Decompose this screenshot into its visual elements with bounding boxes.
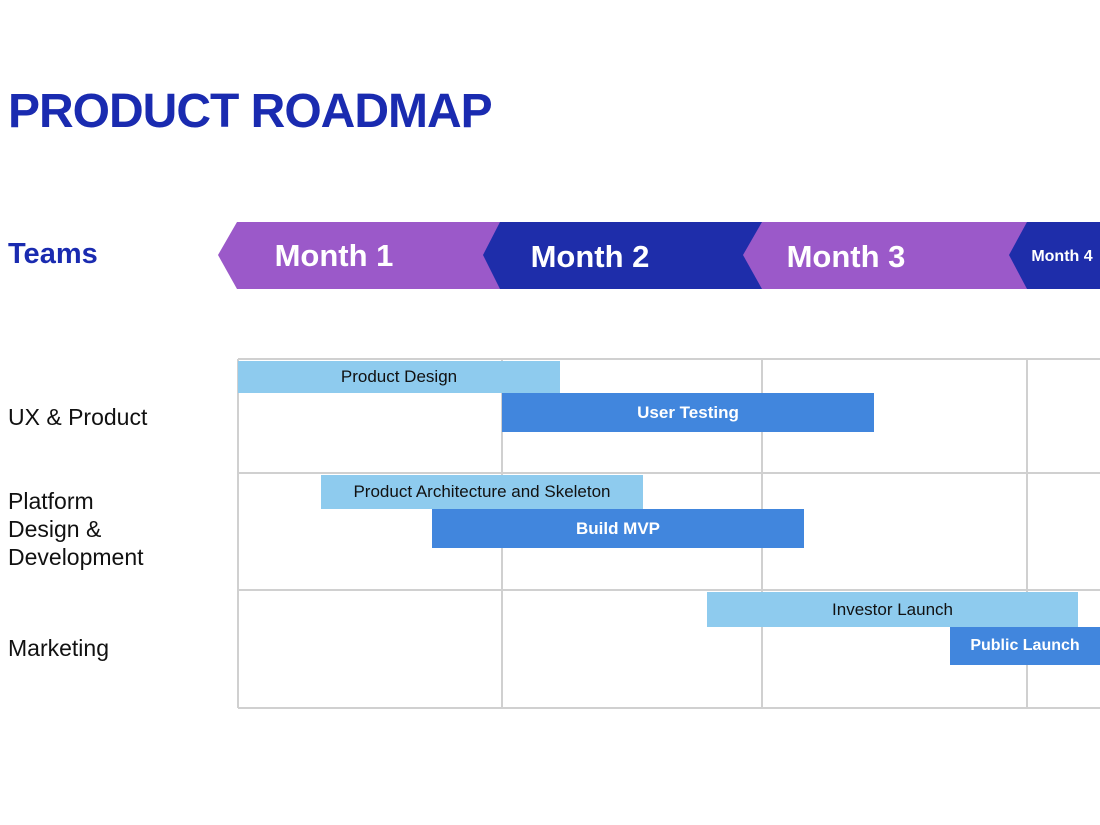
task-bar-product-architecture[interactable]: Product Architecture and Skeleton bbox=[321, 475, 643, 509]
team-label-platform: Platform Design & Development bbox=[8, 488, 144, 570]
month-1-chevron bbox=[218, 222, 500, 289]
task-bar-investor-launch[interactable]: Investor Launch bbox=[707, 592, 1078, 627]
task-bar-product-design[interactable]: Product Design bbox=[238, 361, 560, 393]
teams-header: Teams bbox=[8, 238, 98, 270]
month-4-label: Month 4 bbox=[1031, 248, 1092, 265]
month-1-label: Month 1 bbox=[275, 238, 394, 273]
task-bar-user-testing[interactable]: User Testing bbox=[502, 393, 874, 432]
month-2-label: Month 2 bbox=[531, 239, 650, 274]
task-bar-public-launch[interactable]: Public Launch bbox=[950, 627, 1100, 665]
team-label-ux-product: UX & Product bbox=[8, 404, 148, 430]
team-label-marketing: Marketing bbox=[8, 635, 109, 661]
month-2-chevron bbox=[483, 222, 762, 289]
page-title: PRODUCT ROADMAP bbox=[8, 85, 493, 138]
month-header-bar: Month 1 Month 2 Month 3 Month 4 bbox=[218, 222, 1100, 289]
month-3-label: Month 3 bbox=[787, 239, 906, 274]
task-bar-build-mvp[interactable]: Build MVP bbox=[432, 509, 804, 548]
month-4-chevron bbox=[1009, 222, 1100, 289]
month-3-chevron bbox=[743, 222, 1027, 289]
